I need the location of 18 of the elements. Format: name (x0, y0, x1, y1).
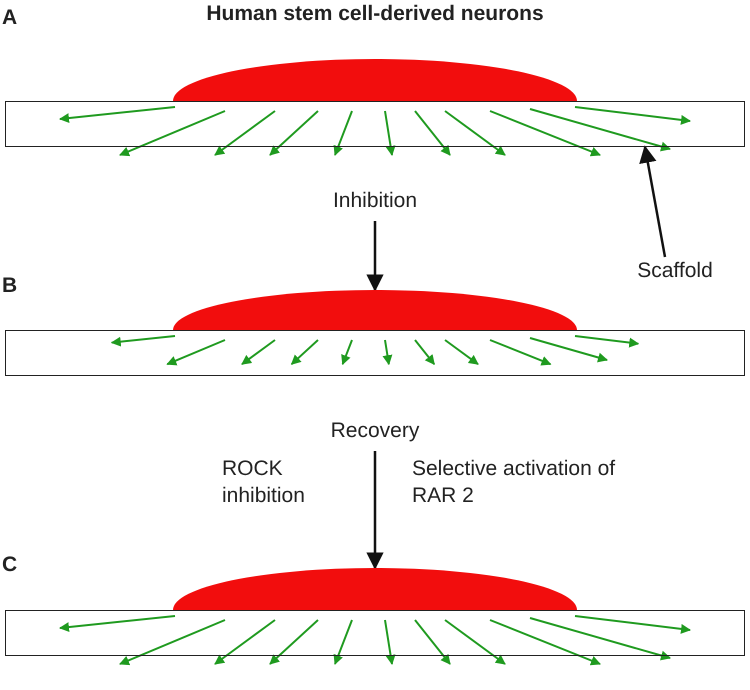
panel-letter: A (2, 5, 18, 31)
arrow (366, 451, 384, 570)
step-label: Recovery (315, 417, 435, 445)
panel-letter: C (2, 552, 18, 578)
annotation-text: Selective activation of RAR 2 (412, 456, 616, 509)
cell-body (173, 59, 577, 101)
arrow (366, 221, 384, 292)
scaffold-box (5, 101, 745, 147)
step-label: Scaffold (630, 257, 720, 285)
annotation-text: ROCK inhibition (222, 456, 306, 509)
arrow (639, 145, 666, 258)
panel-letter: B (2, 273, 18, 299)
scaffold-box (5, 330, 745, 376)
scaffold-box (5, 610, 745, 656)
step-label: Inhibition (310, 187, 440, 215)
cell-body (173, 290, 577, 330)
cell-body (173, 568, 577, 610)
diagram-title: Human stem cell-derived neurons (205, 1, 545, 27)
